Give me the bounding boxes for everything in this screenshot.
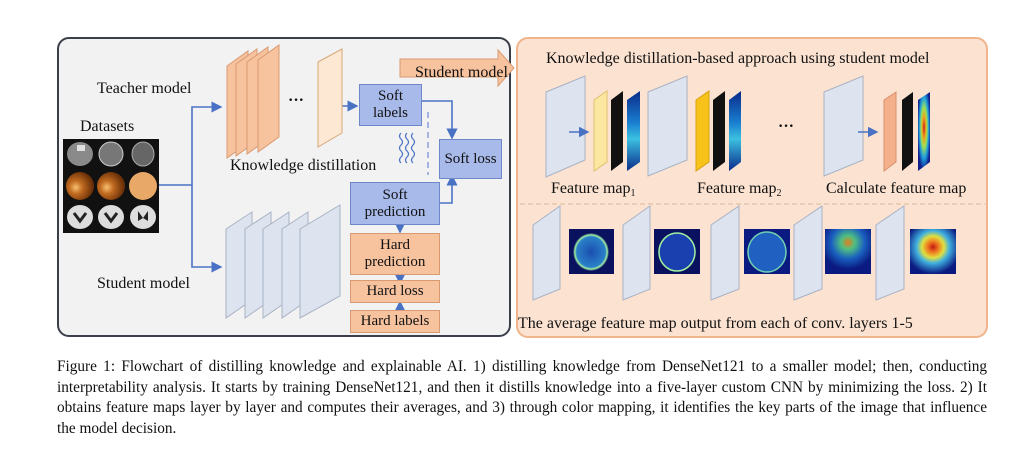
hard-prediction-box: Hard prediction [350, 233, 440, 275]
student-layers [225, 204, 341, 319]
datasets-image-grid [63, 139, 159, 233]
figure-caption: Figure 1: Flowchart of distilling knowle… [57, 358, 987, 437]
hard-labels-box: Hard labels [350, 310, 440, 333]
distillation-wave-icon [398, 132, 416, 164]
hard-loss-text: Hard loss [366, 283, 424, 299]
teacher-ellipsis: ··· [288, 92, 305, 109]
soft-prediction-box: Soft prediction [350, 182, 440, 225]
soft-labels-text: Soft labels [373, 88, 408, 121]
student-model-label: Student model [97, 275, 190, 292]
feature-map-1-graphic [545, 75, 688, 178]
teacher-model-label: Teacher model [97, 80, 192, 97]
feature-map-1-label: Feature map1 [551, 180, 636, 199]
hard-loss-box: Hard loss [350, 280, 440, 303]
calculate-feature-map-graphic [823, 75, 930, 177]
soft-prediction-text: Soft prediction [364, 186, 426, 220]
soft-loss-box: Soft loss [439, 139, 502, 179]
feature-map-1-subscript: 1 [630, 188, 636, 199]
dataset-arrows [159, 100, 458, 312]
right-panel-title: Knowledge distillation-based approach us… [546, 50, 930, 67]
soft-labels-box: Soft labels [359, 84, 422, 126]
soft-loss-text: Soft loss [444, 150, 497, 167]
teacher-final-layer [317, 48, 343, 148]
teacher-layers [226, 44, 280, 159]
explainability-panel [516, 37, 988, 338]
feature-map-1-text: Feature map [551, 180, 631, 197]
knowledge-distillation-label: Knowledge distillation [230, 157, 377, 174]
feature-map-2-subscript: 2 [776, 188, 782, 199]
feature-map-2-label: Feature map2 [697, 180, 782, 199]
average-feature-map-caption: The average feature map output from each… [518, 315, 913, 332]
feature-map-ellipsis: ··· [778, 118, 795, 135]
student-model-arrow [399, 48, 515, 88]
calculate-feature-map-label: Calculate feature map [826, 180, 967, 197]
conv-layer-outputs [532, 205, 956, 301]
hard-prediction-text: Hard prediction [364, 237, 426, 270]
feature-map-2-graphic [695, 90, 741, 172]
feature-map-2-text: Feature map [697, 180, 777, 197]
student-model-arrow-label: Student model [415, 64, 508, 81]
datasets-label: Datasets [80, 118, 135, 135]
hard-labels-text: Hard labels [360, 313, 430, 329]
